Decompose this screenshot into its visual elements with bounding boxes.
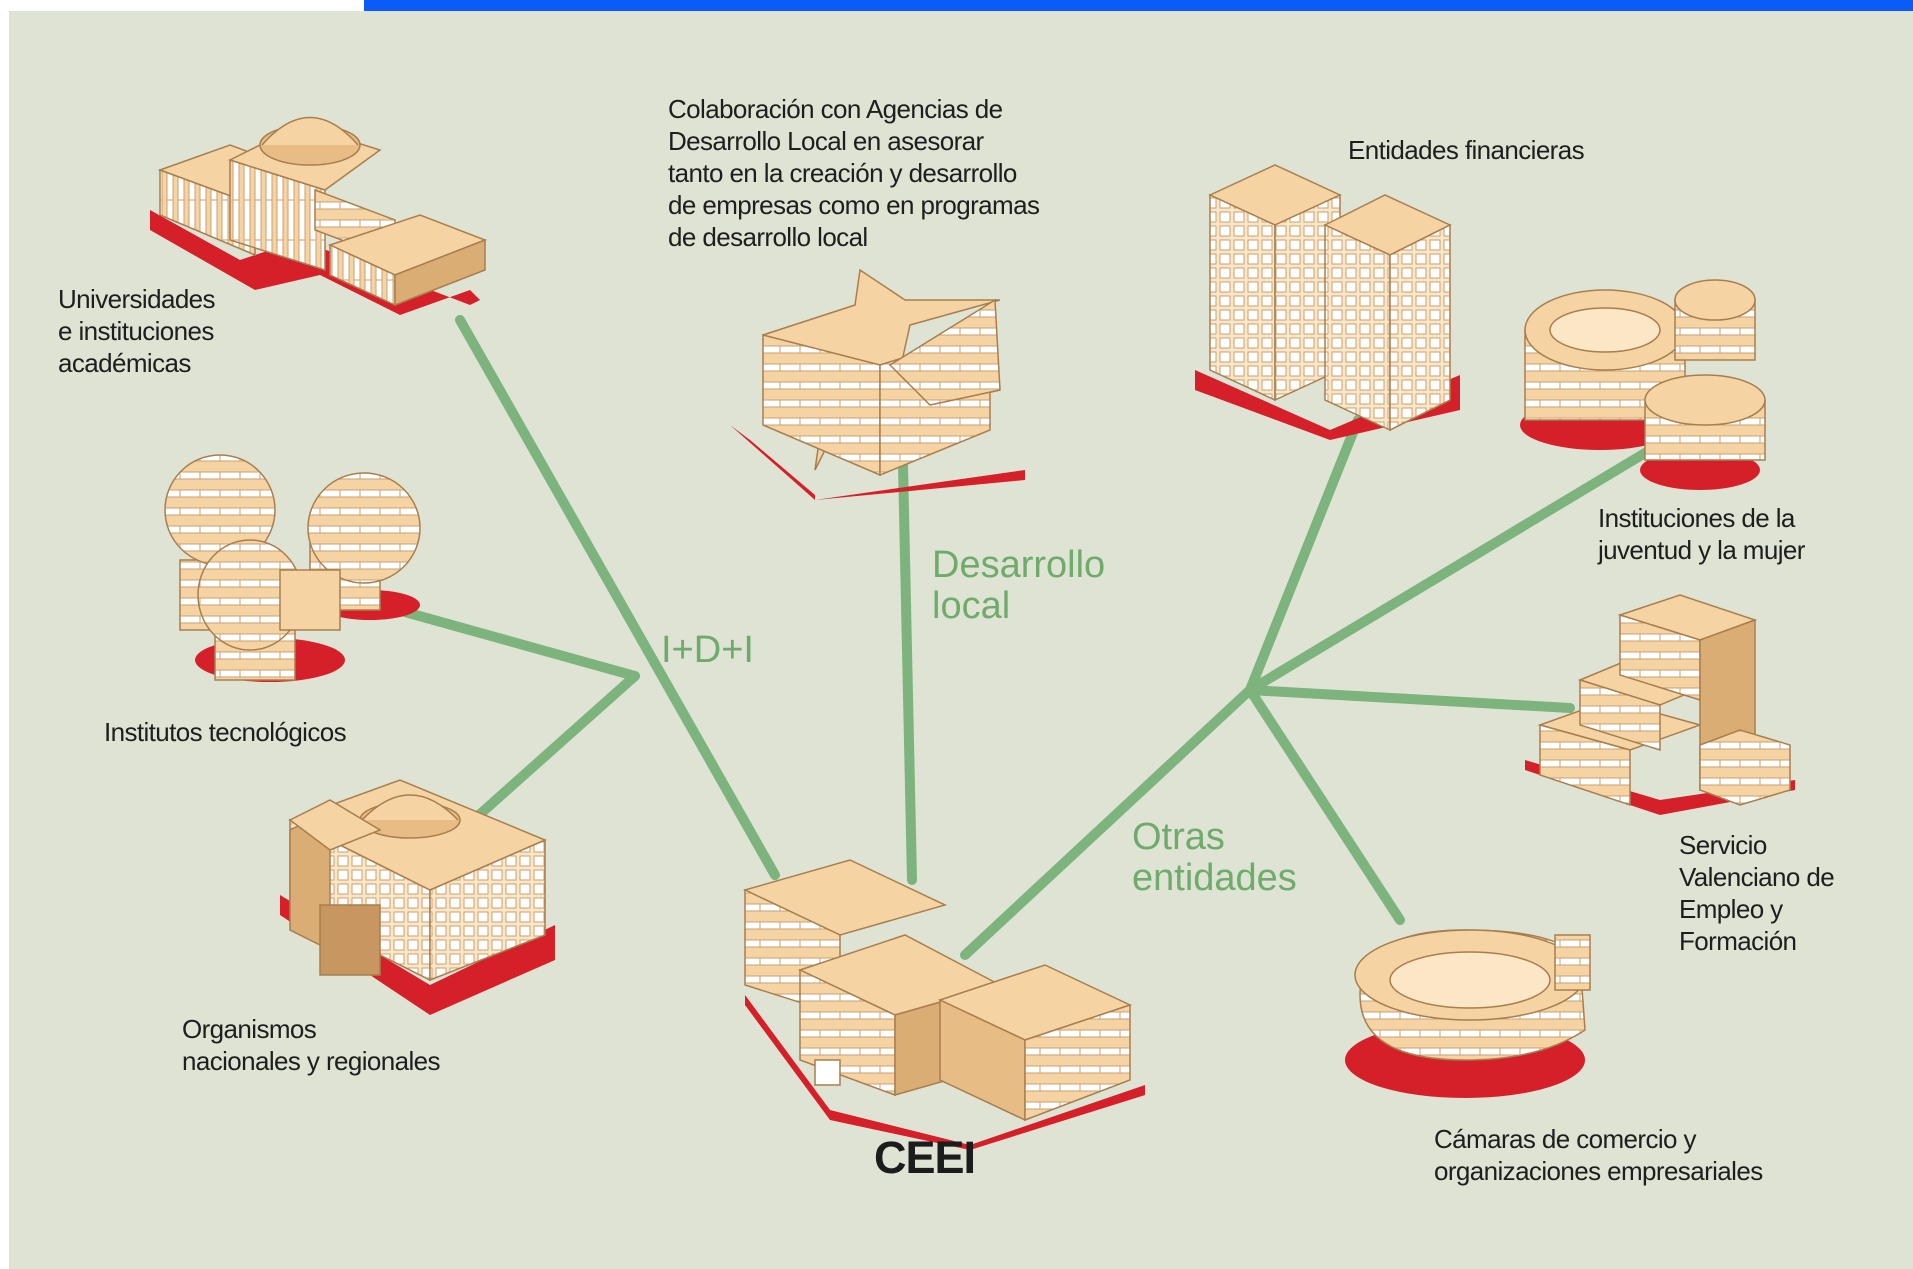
connector-universidades [455,315,780,880]
label-juventud-line: Instituciones de la [1598,503,1795,533]
group-label-desarrollo-line: local [932,585,1011,627]
group-label-otras-line: Otras [1132,816,1225,858]
hub-label-ceei-text: CEEI [874,1132,976,1183]
connector-organismos [455,671,640,837]
chamber-of-commerce-building-icon [1345,929,1591,1098]
group-label-idi: I+D+I [661,630,754,671]
hub-label-ceei: CEEI [874,1132,976,1184]
group-label-otras-entidades: Otras entidades [1132,817,1297,899]
label-camaras: Cámaras de comercio y organizaciones emp… [1434,1123,1763,1187]
financial-towers-icon [1195,164,1460,440]
label-universidades-line: académicas [58,348,191,378]
connector-juventud [1245,442,1660,695]
label-universidades-line: e instituciones [58,316,214,346]
label-financieras: Entidades financieras [1348,134,1585,166]
local-development-agency-building-icon [730,268,1025,500]
government-building-icon [280,779,555,1015]
label-camaras-line: organizaciones empresariales [1434,1156,1763,1186]
label-agencias-line: Desarrollo Local en asesorar [668,126,984,156]
label-servef: Servicio Valenciano de Empleo y Formació… [1679,829,1835,957]
employment-service-building-icon [1525,594,1795,815]
label-agencias-line: Colaboración con Agencias de [668,94,1003,124]
label-institutos-line: Institutos tecnológicos [104,717,347,747]
connector-ceei-otras [960,685,1255,960]
connector-servef [1245,685,1575,713]
group-label-otras-line: entidades [1132,857,1297,899]
youth-institution-building-icon [1520,279,1766,490]
label-agencias-line: de desarrollo local [668,222,868,252]
label-universidades-line: Universidades [58,284,216,314]
label-juventud-line: juventud y la mujer [1598,535,1805,565]
top-accent-bar [364,0,1913,11]
label-servef-line: Servicio [1679,830,1767,860]
label-organismos: Organismos nacionales y regionales [182,1013,441,1077]
tech-institute-building-icon [164,454,421,682]
group-label-desarrollo-line: Desarrollo [932,544,1106,586]
connector-camaras [1245,685,1405,925]
label-servef-line: Empleo y [1679,894,1783,924]
label-servef-line: Formación [1679,926,1797,956]
label-universidades: Universidades e instituciones académicas [58,283,216,379]
label-organismos-line: Organismos [182,1014,317,1044]
label-servef-line: Valenciano de [1679,862,1835,892]
label-agencias: Colaboración con Agencias de Desarrollo … [668,93,1040,253]
university-building-icon [150,116,488,315]
group-label-idi-text: I+D+I [661,629,754,671]
connector-lines [400,315,1660,960]
label-agencias-line: de empresas como en programas [668,190,1040,220]
group-label-desarrollo-local: Desarrollo local [932,545,1105,627]
ceei-building-icon [742,859,1145,1150]
label-financieras-line: Entidades financieras [1348,135,1585,165]
label-juventud: Instituciones de la juventud y la mujer [1598,502,1805,566]
connector-agencias [898,460,917,885]
label-institutos: Institutos tecnológicos [104,716,347,748]
connector-institutos [400,607,640,681]
connector-financieras [1245,415,1363,695]
label-camaras-line: Cámaras de comercio y [1434,1124,1697,1154]
label-agencias-line: tanto en la creación y desarrollo [668,158,1017,188]
label-organismos-line: nacionales y regionales [182,1046,441,1076]
